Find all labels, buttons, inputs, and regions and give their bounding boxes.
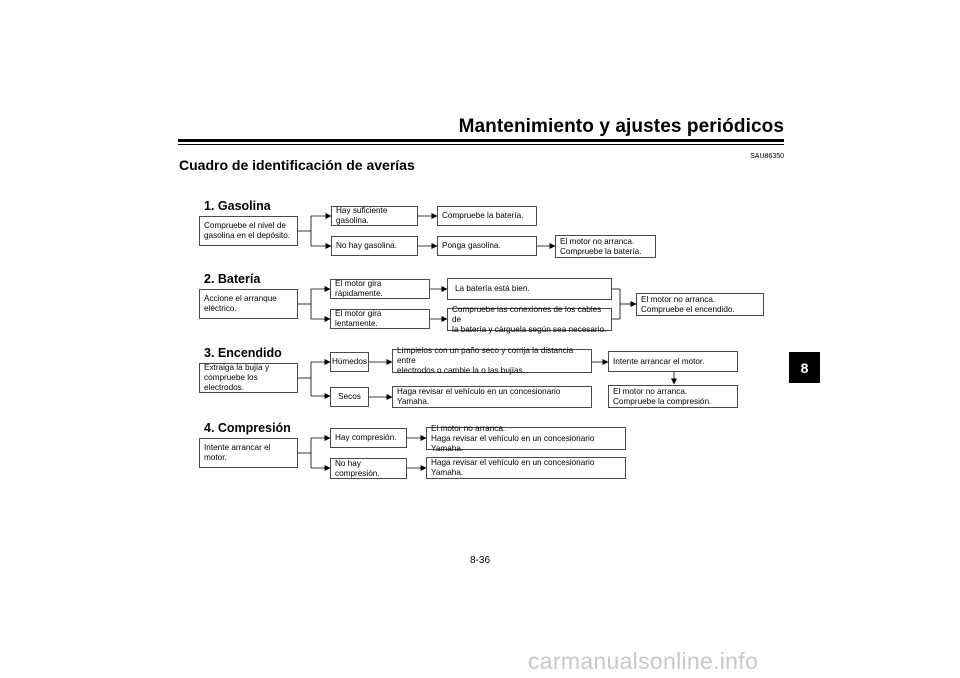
header-rule-thick (178, 139, 784, 142)
compresion-start-box: Intente arrancar el motor. (199, 438, 298, 468)
bateria-start-box: Accione el arranque eléctrico. (199, 289, 298, 319)
compresion-option-no: No hay compresión. (330, 458, 407, 479)
section-title-gasolina: 1. Gasolina (204, 199, 271, 213)
chapter-tab: 8 (789, 352, 820, 383)
section-title-bateria: 2. Batería (204, 272, 261, 286)
gasolina-final-box: El motor no arranca. Compruebe la baterí… (555, 235, 656, 258)
encendido-result-dealer: Haga revisar el vehículo en un concesion… (392, 386, 592, 408)
compresion-result-no-start: El motor no arranca. Haga revisar el veh… (426, 424, 626, 453)
encendido-next-try-start: Intente arrancar el motor. (608, 351, 738, 372)
bateria-result-ok: La batería está bien. (447, 278, 612, 300)
encendido-start-box: Extraiga la bujía y compruebe los electr… (199, 363, 298, 393)
bateria-option-slow: El motor gira lentamente. (330, 309, 430, 329)
page-heading: Cuadro de identificación de averías (179, 157, 415, 173)
section-title-compresion: 4. Compresión (204, 421, 291, 435)
encendido-final-box: El motor no arranca. Compruebe la compre… (608, 385, 738, 408)
bateria-option-fast: El motor gira rápidamente. (330, 279, 430, 299)
header-rule-thin (178, 144, 784, 145)
gasolina-option-none: No hay gasolina. (331, 236, 418, 256)
gasolina-result-check-battery: Compruebe la batería. (437, 206, 537, 226)
bateria-final-box: El motor no arranca. Compruebe el encend… (636, 293, 764, 316)
encendido-option-wet: Húmedos (330, 352, 369, 372)
watermark: carmanualsonline.info (528, 648, 759, 674)
compresion-option-yes: Hay compresión. (330, 428, 407, 448)
page-number: 8-36 (469, 555, 490, 566)
section-title-encendido: 3. Encendido (204, 346, 282, 360)
page-header-title: Mantenimiento y ajustes periódicos (458, 116, 784, 137)
gasolina-result-refuel: Ponga gasolina. (437, 236, 537, 256)
bateria-result-check-cables: Compruebe las conexiones de los cables d… (447, 305, 612, 334)
gasolina-option-enough: Hay suficiente gasolina. (331, 206, 418, 226)
encendido-result-clean: Límpielos con un paño seco y corrija la … (392, 346, 592, 375)
reference-code: SAU86350 (750, 153, 784, 160)
compresion-result-dealer: Haga revisar el vehículo en un concesion… (426, 457, 626, 479)
encendido-option-dry: Secos (330, 387, 369, 407)
gasolina-start-box: Compruebe el nivel de gasolina en el dep… (199, 216, 298, 246)
